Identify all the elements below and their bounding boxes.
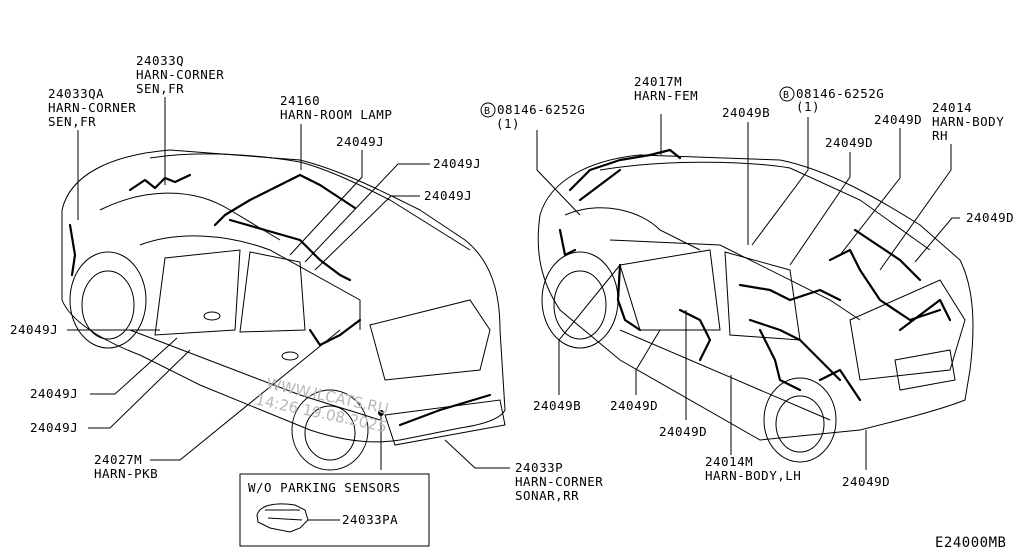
- left-callout-labels: 24033QA HARN-CORNER SEN,FR 24033Q HARN-C…: [10, 53, 603, 503]
- callout-24049J-d[interactable]: 24049J: [10, 322, 58, 337]
- callout-24014M-part[interactable]: 24014M: [705, 454, 753, 469]
- callout-08146-6252G-part[interactable]: 08146-6252G: [497, 102, 585, 117]
- callout-24027M-desc: HARN-PKB: [94, 466, 158, 481]
- bolt-badge-icon: [779, 86, 795, 102]
- callout-24017M-part[interactable]: 24017M: [634, 74, 682, 89]
- callout-24033Q-part[interactable]: 24033Q: [136, 53, 184, 68]
- bolt-callout-right[interactable]: B 08146-6252G (1): [779, 86, 884, 114]
- callout-24033P-part[interactable]: 24033P: [515, 460, 563, 475]
- callout-24049J-e[interactable]: 24049J: [30, 386, 78, 401]
- callout-24049J-a[interactable]: 24049J: [336, 134, 384, 149]
- callout-24049D-a[interactable]: 24049D: [825, 135, 873, 150]
- callout-24014M-desc: HARN-BODY,LH: [705, 468, 801, 483]
- callout-24033QA-part[interactable]: 24033QA: [48, 86, 104, 101]
- callout-24033P-desc2: SONAR,RR: [515, 488, 579, 503]
- inset-box: W/O PARKING SENSORS 24033PA: [239, 473, 430, 547]
- callout-24033Q-desc2: SEN,FR: [136, 81, 184, 96]
- callout-24033QA-desc: HARN-CORNER: [48, 100, 136, 115]
- callout-24014-part[interactable]: 24014: [932, 100, 972, 115]
- callout-24160-part[interactable]: 24160: [280, 93, 320, 108]
- callout-24033P-desc: HARN-CORNER: [515, 474, 603, 489]
- callout-24049B-a[interactable]: 24049B: [722, 105, 770, 120]
- callout-08146-6252G-part-2[interactable]: 08146-6252G: [796, 86, 884, 101]
- callout-24049J-c[interactable]: 24049J: [424, 188, 472, 203]
- callout-24049B-b[interactable]: 24049B: [533, 398, 581, 413]
- callout-24027M-part[interactable]: 24027M: [94, 452, 142, 467]
- callout-24049J-f[interactable]: 24049J: [30, 420, 78, 435]
- inset-title: W/O PARKING SENSORS: [248, 480, 401, 495]
- bolt-badge-letter: B: [783, 90, 790, 101]
- callout-24017M-desc: HARN-FEM: [634, 88, 698, 103]
- callout-24049J-b[interactable]: 24049J: [433, 156, 481, 171]
- callout-24049D-f[interactable]: 24049D: [842, 474, 890, 489]
- bolt-badge-icon: [480, 102, 496, 118]
- callout-24049D-e[interactable]: 24049D: [659, 424, 707, 439]
- callout-24160-desc: HARN-ROOM LAMP: [280, 107, 392, 122]
- callout-08146-6252G-qty: (1): [496, 116, 520, 131]
- callout-24014-desc: HARN-BODY: [932, 114, 1004, 129]
- callout-08146-6252G-qty-2: (1): [796, 99, 820, 114]
- callout-24033QA-desc2: SEN,FR: [48, 114, 96, 129]
- diagram-id: E24000MB: [935, 535, 1006, 551]
- bolt-callout-left[interactable]: B 08146-6252G (1): [480, 102, 585, 131]
- callout-24014-desc2: RH: [932, 128, 948, 143]
- callout-24049D-b[interactable]: 24049D: [874, 112, 922, 127]
- callout-24049D-c[interactable]: 24049D: [966, 210, 1014, 225]
- left-car-illustration: [61, 149, 506, 471]
- inset-part-number[interactable]: 24033PA: [342, 512, 398, 527]
- right-car-illustration: [537, 148, 974, 463]
- leader-lines: [67, 97, 960, 470]
- right-callout-labels: B 08146-6252G (1) 24017M HARN-FEM 24049B…: [480, 74, 1014, 489]
- callout-24033Q-desc: HARN-CORNER: [136, 67, 224, 82]
- watermark: WWW.ILCATS.RU 14:26 19.08.2025: [254, 374, 390, 436]
- bolt-badge-letter: B: [484, 106, 491, 117]
- callout-24049D-d[interactable]: 24049D: [610, 398, 658, 413]
